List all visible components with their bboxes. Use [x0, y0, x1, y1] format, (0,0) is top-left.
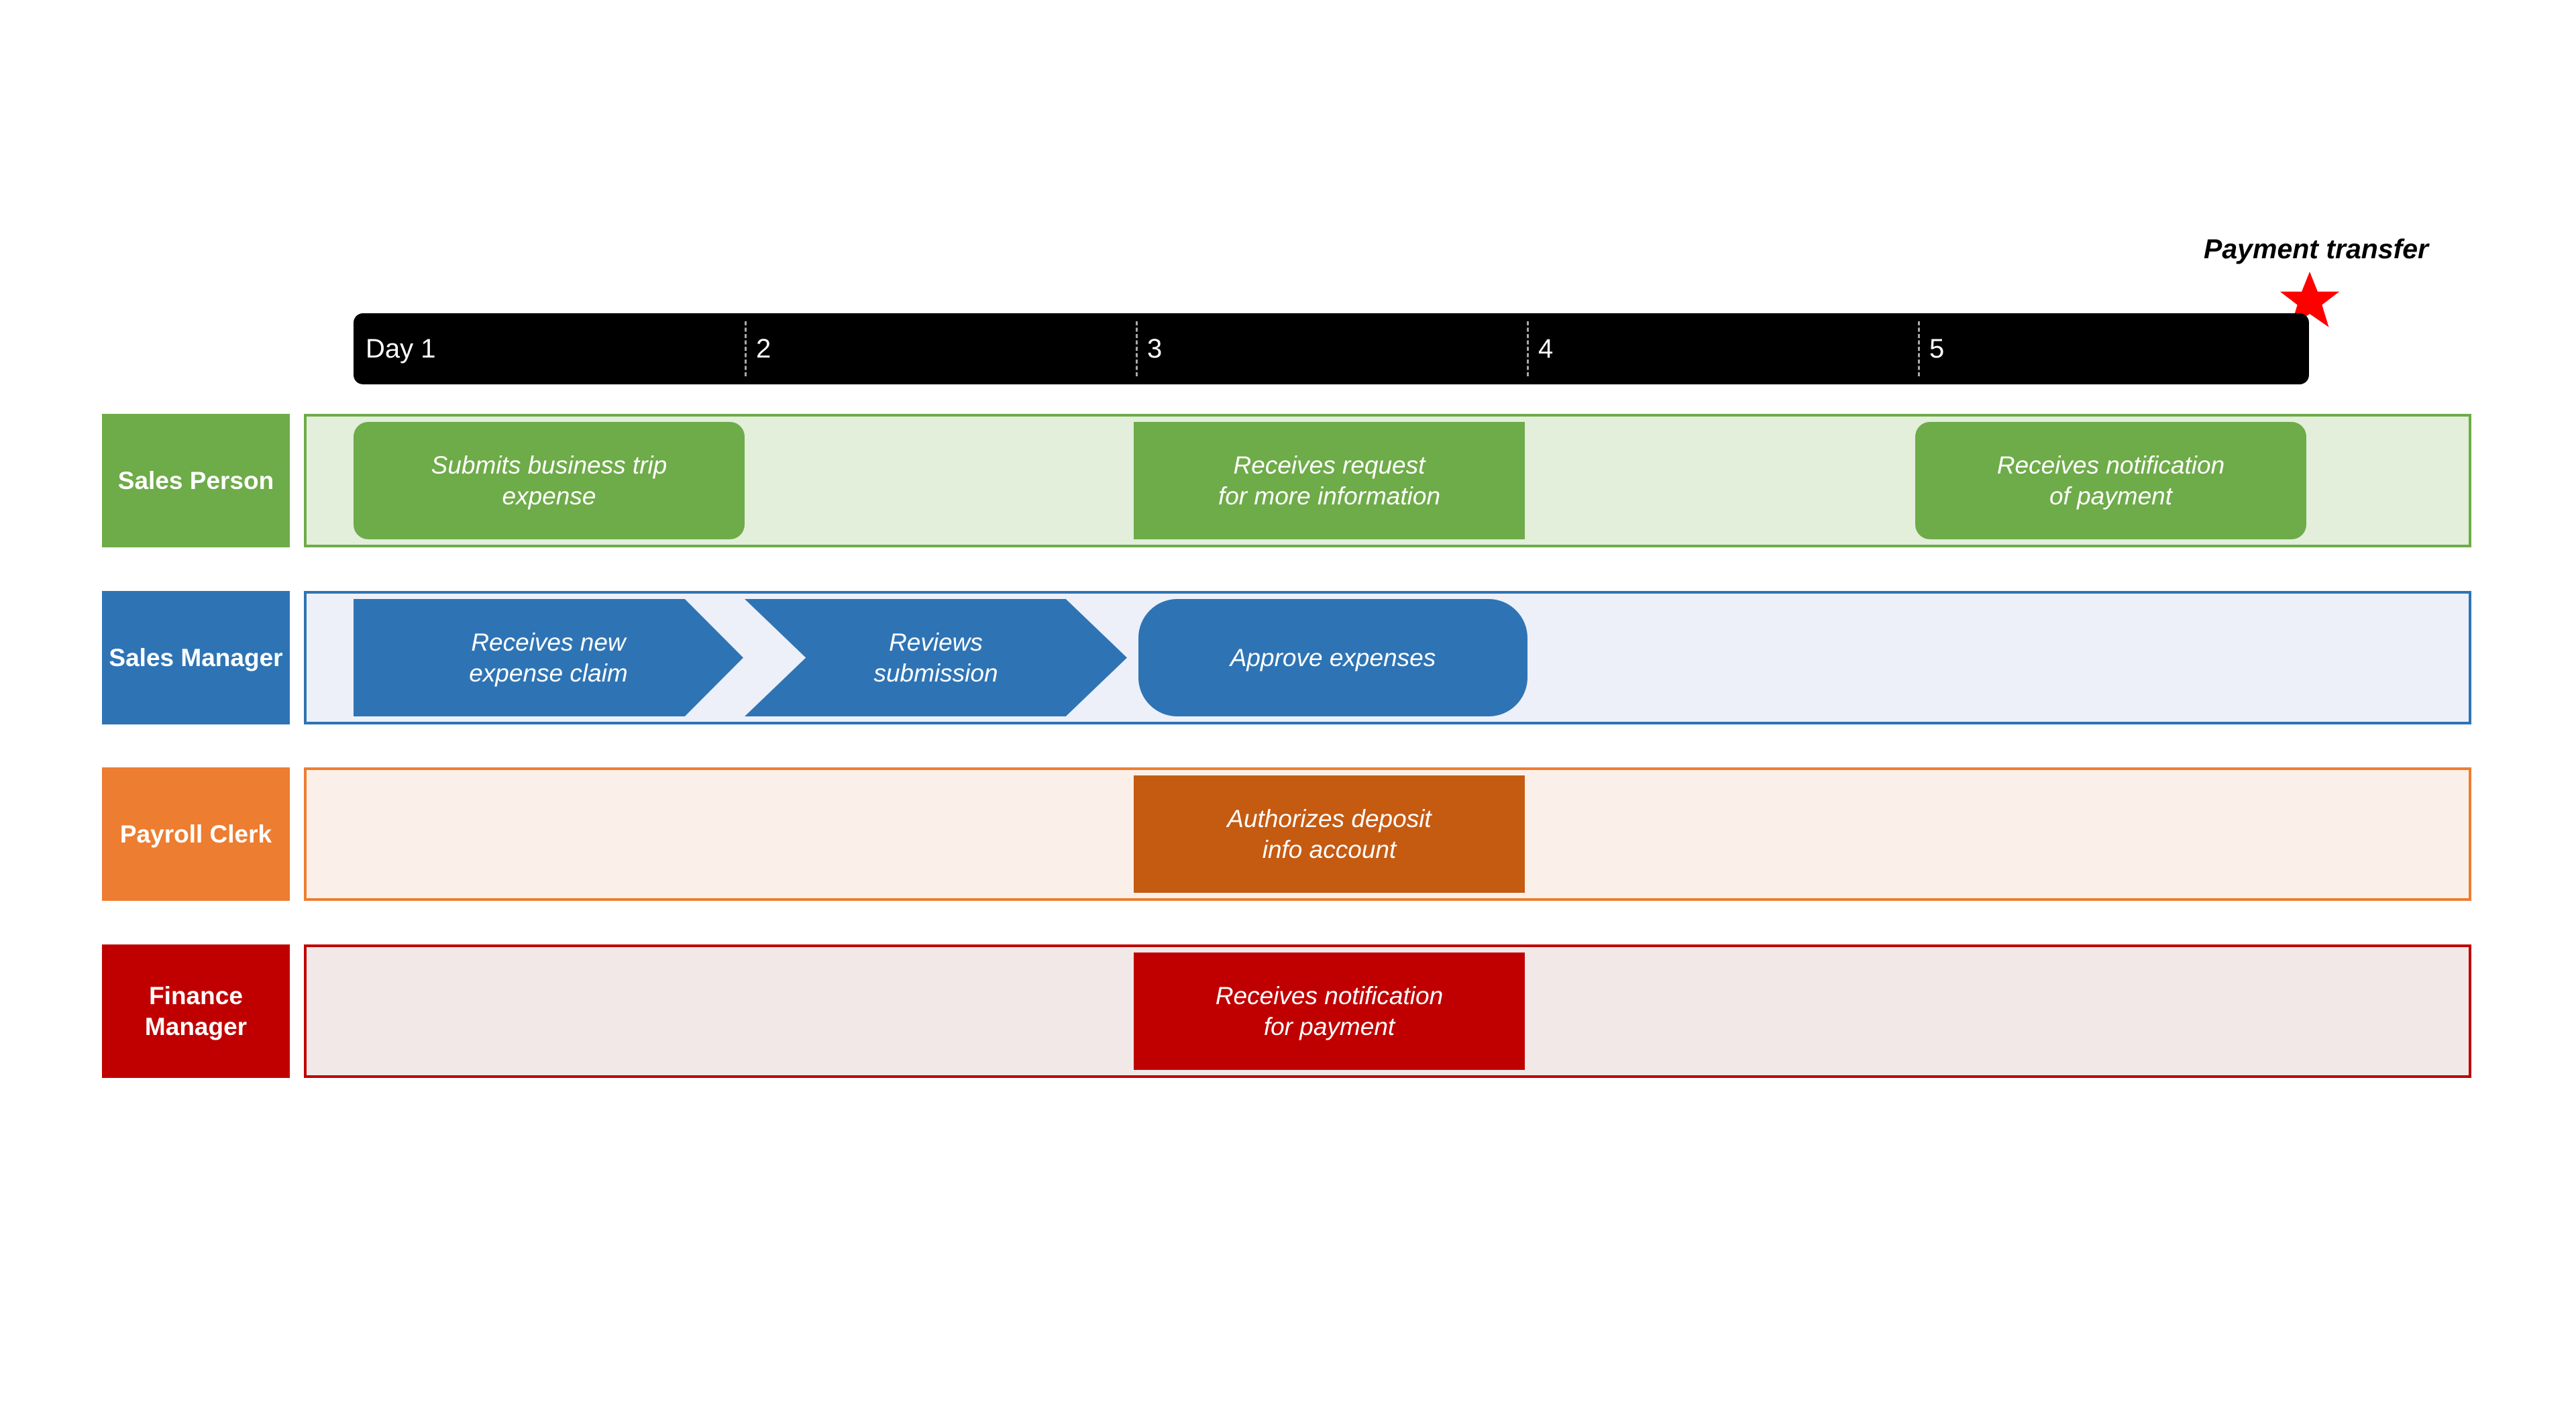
- lane-label-payroll-clerk: Payroll Clerk: [102, 767, 290, 901]
- timeline-day-2: 2: [745, 313, 1136, 384]
- timeline-day-label: Day 1: [366, 333, 436, 364]
- task-receives-new-expense-claim: Receives new expense claim: [354, 599, 743, 716]
- timeline-day-separator: [745, 321, 747, 376]
- task-receives-notification-for-payment: Receives notification for payment: [1134, 953, 1525, 1070]
- timeline-day-label: 3: [1147, 333, 1163, 364]
- timeline-bar: Day 1 2 3 4 5: [354, 313, 2309, 384]
- task-receives-request-for-more-information: Receives request for more information: [1134, 422, 1525, 539]
- timeline-day-label: 4: [1538, 333, 1554, 364]
- timeline-day-separator: [1527, 321, 1529, 376]
- task-submits-business-trip-expense: Submits business trip expense: [354, 422, 745, 539]
- timeline-day-1: Day 1: [354, 313, 745, 384]
- timeline-day-label: 2: [756, 333, 771, 364]
- task-approve-expenses: Approve expenses: [1138, 599, 1527, 716]
- timeline-day-4: 4: [1527, 313, 1918, 384]
- task-authorizes-deposit-info-account: Authorizes deposit info account: [1134, 775, 1525, 893]
- lane-label-finance-manager: Finance Manager: [102, 944, 290, 1078]
- task-receives-notification-of-payment: Receives notification of payment: [1915, 422, 2306, 539]
- timeline-day-separator: [1918, 321, 1920, 376]
- timeline-day-label: 5: [1929, 333, 1945, 364]
- timeline-day-separator: [1136, 321, 1138, 376]
- timeline-day-5: 5: [1918, 313, 2309, 384]
- lane-label-sales-person: Sales Person: [102, 414, 290, 547]
- task-reviews-submission: Reviews submission: [745, 599, 1127, 716]
- lane-label-sales-manager: Sales Manager: [102, 591, 290, 724]
- payment-transfer-label: Payment transfer: [2204, 233, 2428, 264]
- timeline-day-3: 3: [1136, 313, 1527, 384]
